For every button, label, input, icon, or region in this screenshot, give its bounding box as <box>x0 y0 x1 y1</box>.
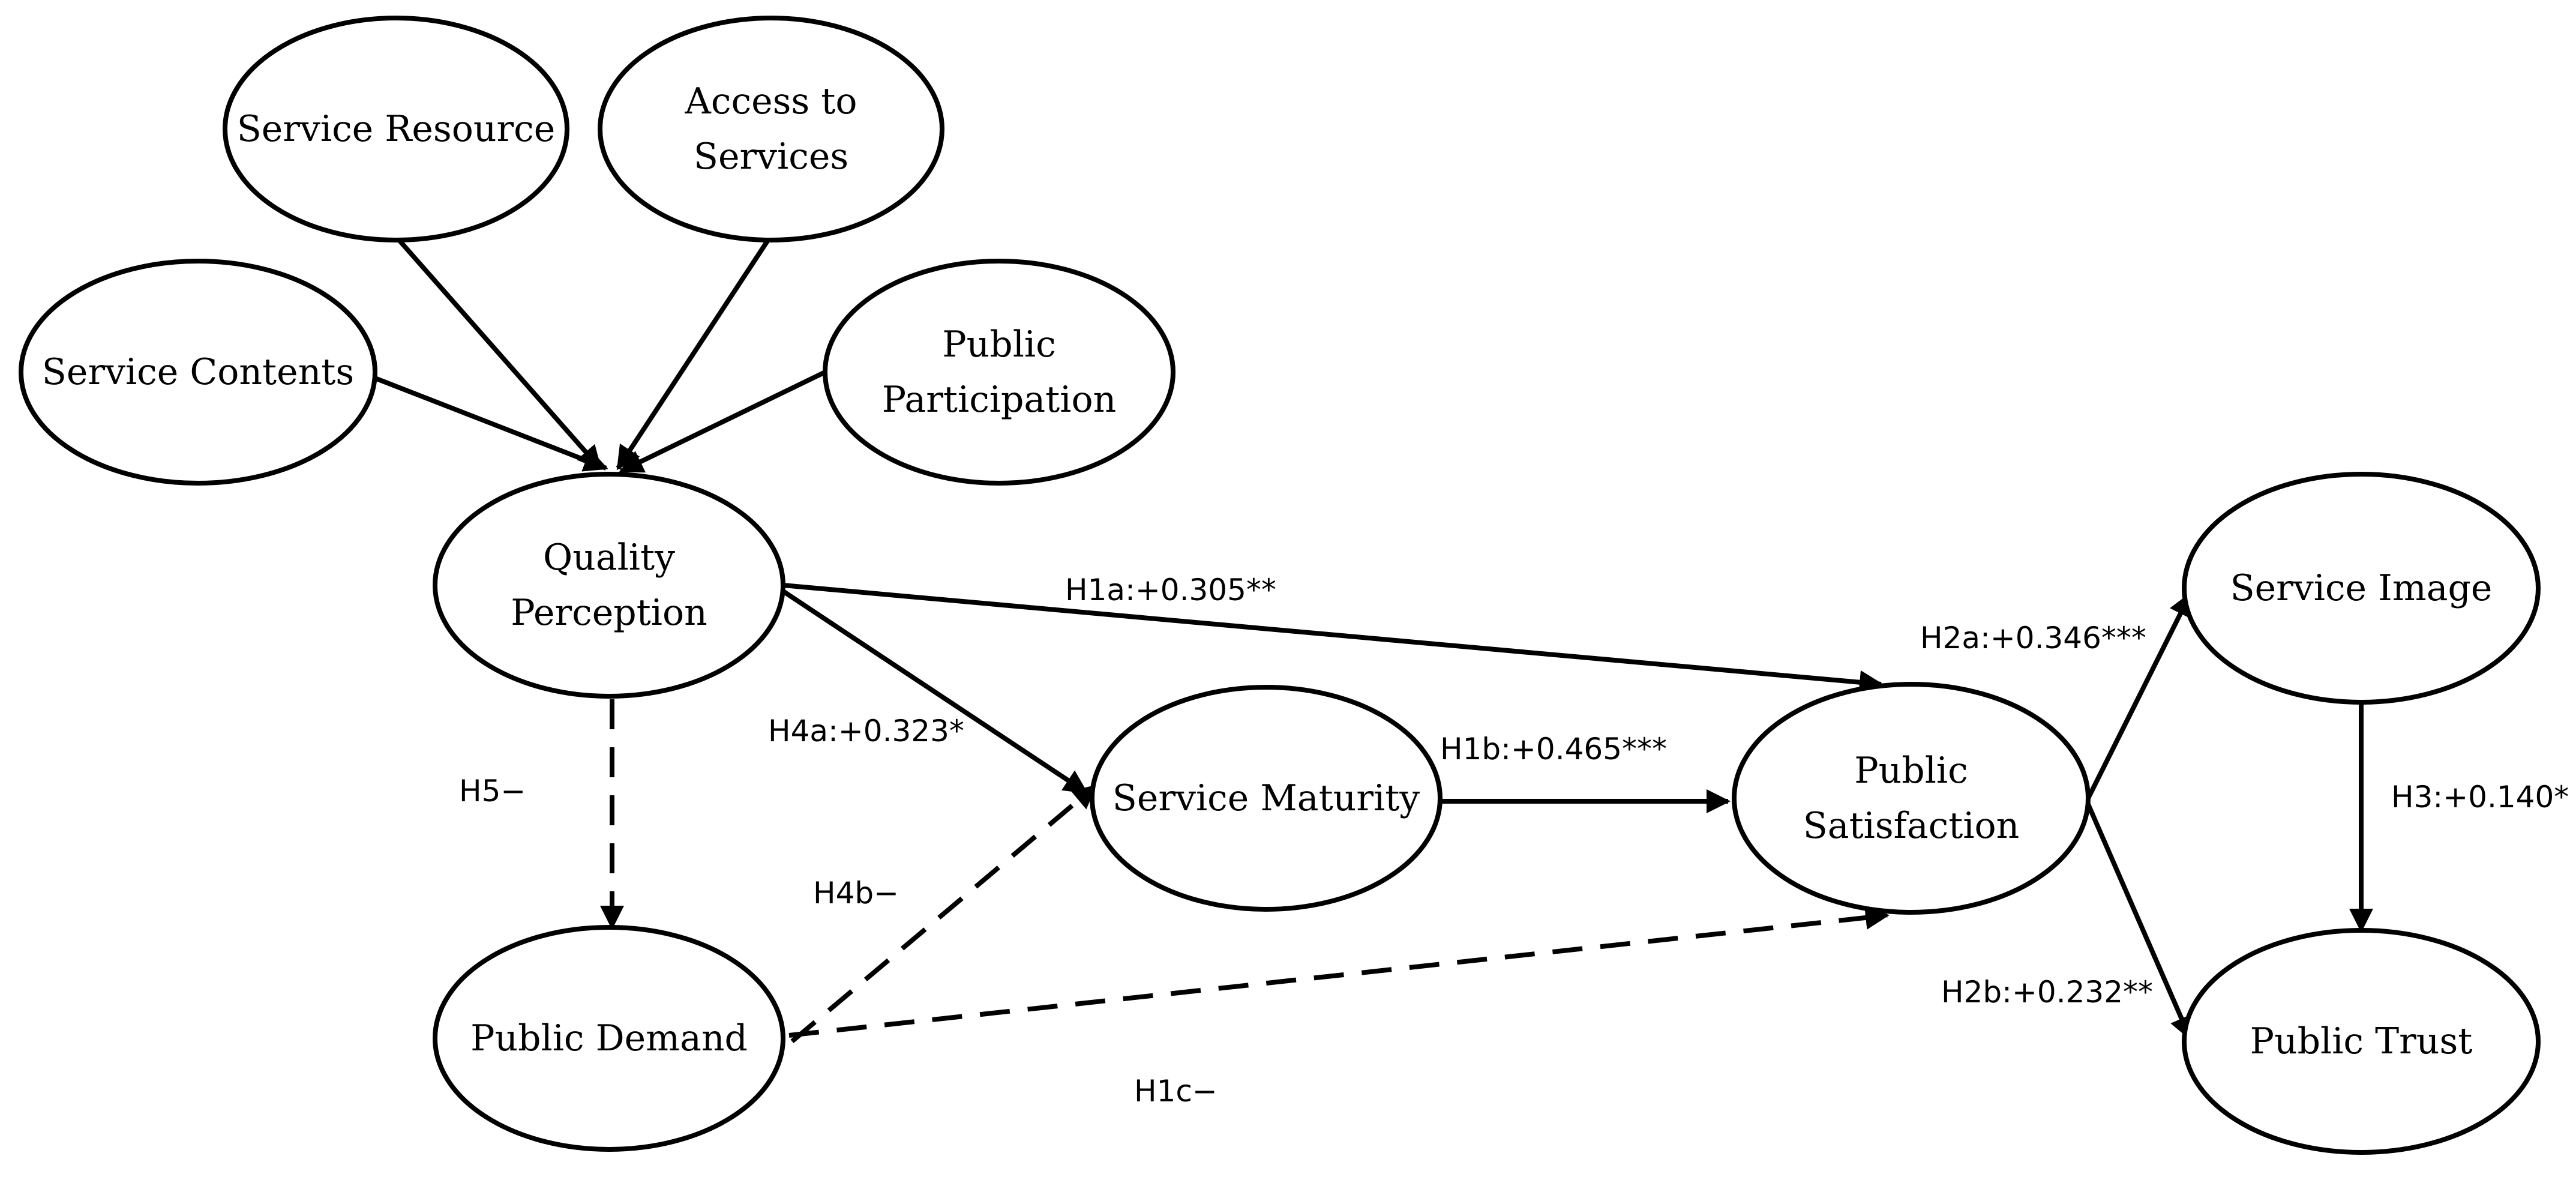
node-public-demand: Public Demand <box>433 925 785 1152</box>
node-service-image: Service Image <box>2182 472 2541 705</box>
edge-h2a-arrow <box>2086 592 2193 799</box>
node-access-to-services-label-line: Services <box>694 136 848 178</box>
edge-sc-qp-arrow <box>374 376 608 472</box>
edge-label-h3: H3:+0.140* <box>2391 780 2569 814</box>
edge-label-h2b: H2b:+0.232** <box>1941 975 2153 1010</box>
node-service-resource: Service Resource <box>223 16 569 242</box>
node-access-to-services-label-line: Access to <box>685 80 857 122</box>
node-public-trust: Public Trust <box>2182 928 2541 1155</box>
edge-h2b-arrow <box>2086 803 2193 1041</box>
node-service-contents: Service Contents <box>19 259 377 486</box>
nodes-layer: Service Resource Access to ServicesService… <box>19 16 2541 1155</box>
edge-label-h1b: H1b:+0.465*** <box>1440 732 1667 766</box>
node-public-demand-label-line: Public Demand <box>470 1017 748 1059</box>
edge-label-h4b: H4b− <box>813 876 899 911</box>
labels-layer: H1a:+0.305** H4a:+0.323* H5− H1b:+0.465*** H… <box>459 573 2569 1109</box>
edge-label-h4a: H4a:+0.323* <box>768 714 964 748</box>
edge-as-qp-arrow <box>616 238 770 471</box>
node-service-maturity: Service Maturity <box>1090 685 1443 912</box>
node-public-satisfaction-ellipse <box>1732 682 2091 915</box>
node-access-to-services-ellipse <box>598 16 944 242</box>
edge-h4a-arrow <box>781 589 1088 795</box>
node-service-maturity-ellipse <box>1090 685 1443 912</box>
node-quality-perception-label-line: Quality <box>543 537 675 579</box>
node-quality-perception-ellipse <box>433 472 785 699</box>
node-service-image-label-line: Service Image <box>2230 567 2493 609</box>
edge-label-h1a: H1a:+0.305** <box>1065 573 1276 607</box>
node-service-resource-ellipse <box>223 16 569 242</box>
node-service-resource-label-line: Service Resource <box>237 108 556 150</box>
node-public-participation-label-line: Participation <box>882 379 1116 421</box>
edge-h4b-arrow <box>790 784 1097 1044</box>
node-public-participation-label-line: Public <box>942 324 1055 366</box>
edge-sr-qp-arrow <box>397 238 602 471</box>
node-public-trust-ellipse <box>2182 928 2541 1155</box>
node-service-contents-ellipse <box>19 259 377 486</box>
node-public-demand-ellipse <box>433 925 785 1152</box>
node-public-satisfaction-label-line: Public <box>1854 750 1968 792</box>
node-public-trust-label-line: Public Trust <box>2250 1020 2473 1062</box>
node-access-to-services: Access to Services <box>598 16 944 242</box>
node-service-contents-label-line: Service Contents <box>42 351 354 393</box>
node-public-participation-ellipse <box>823 259 1175 486</box>
edge-label-h2a: H2a:+0.346*** <box>1920 621 2146 655</box>
edge-label-h5: H5− <box>459 774 526 808</box>
node-public-satisfaction-label-line: Satisfaction <box>1803 805 2020 847</box>
edges-layer <box>374 238 2373 1044</box>
edge-h1c-arrow <box>788 906 1890 1038</box>
node-service-image-ellipse <box>2182 472 2541 705</box>
edge-pp-qp-arrow <box>619 370 826 474</box>
edge-label-h1c: H1c− <box>1134 1074 1217 1109</box>
node-service-maturity-label-line: Service Maturity <box>1112 777 1420 819</box>
node-quality-perception-label-line: Perception <box>511 592 707 634</box>
edge-h1a-arrow <box>782 583 1884 694</box>
